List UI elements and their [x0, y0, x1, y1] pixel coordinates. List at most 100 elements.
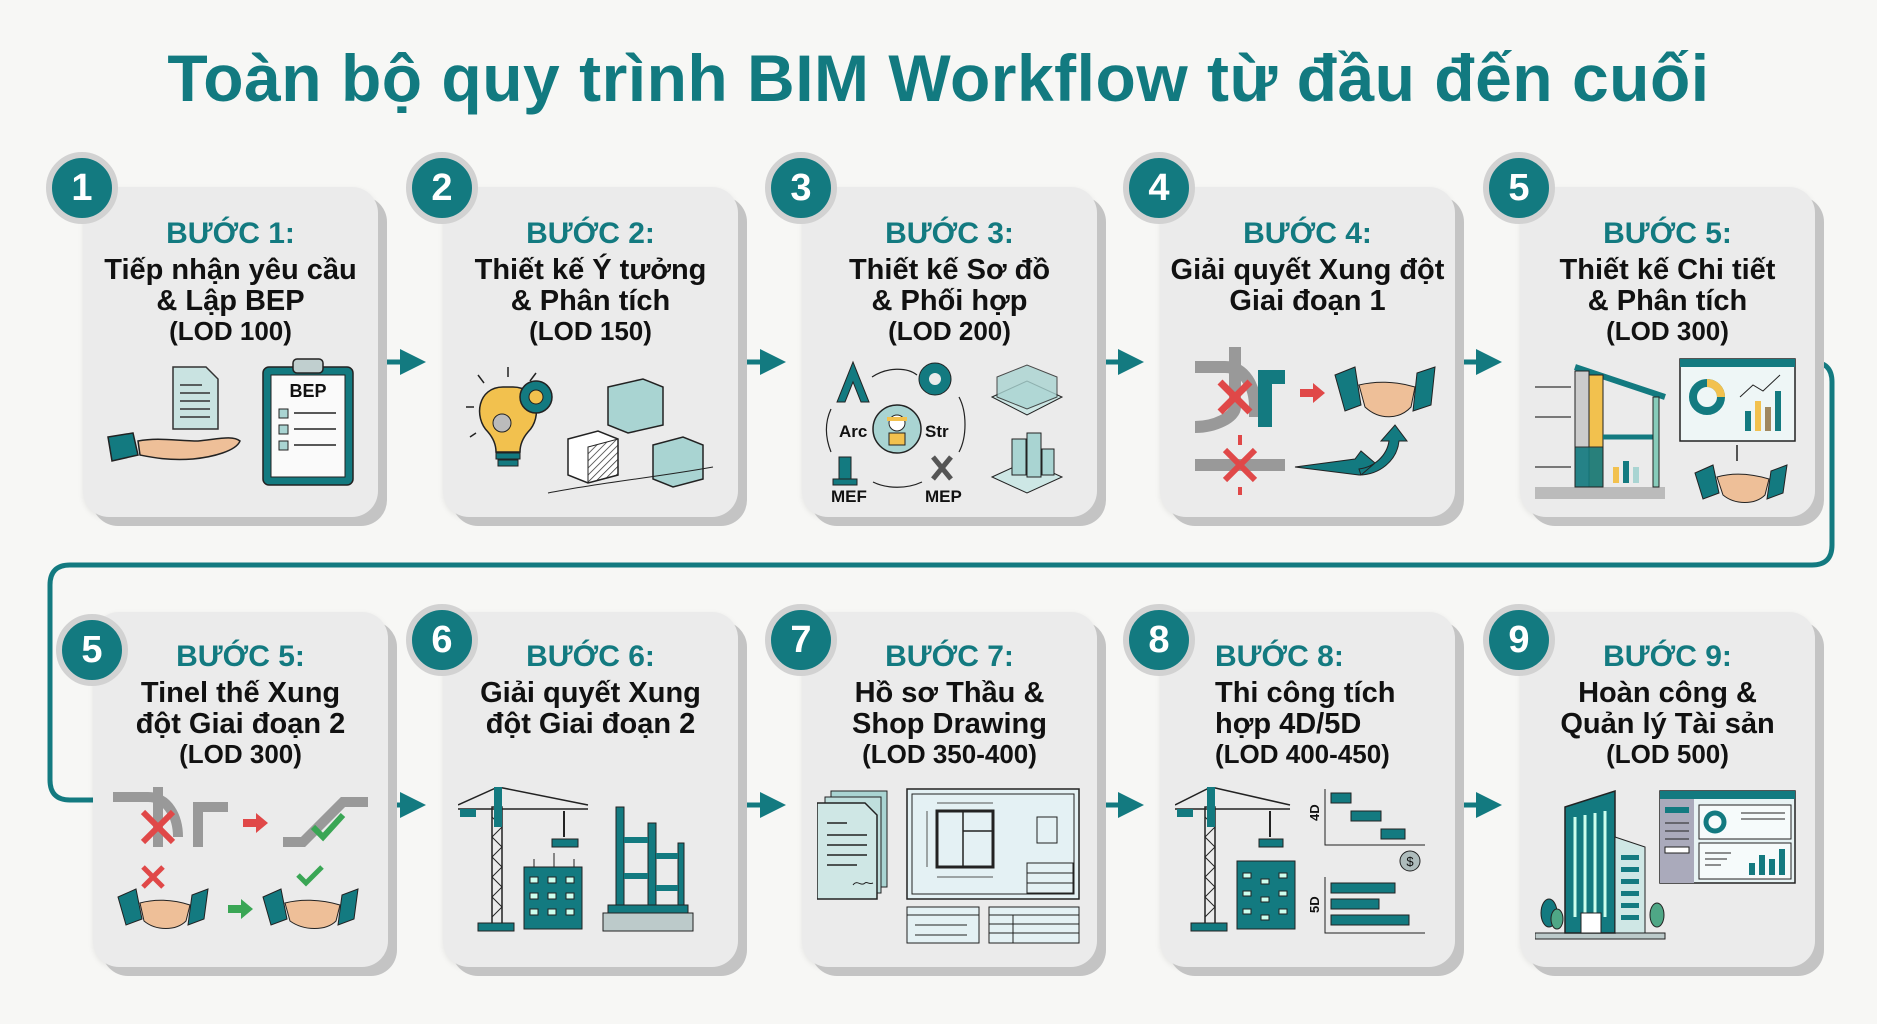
step-card-6: BƯỚC 6: Giải quyết Xung đột Giai đoạn 2 … — [406, 604, 738, 967]
blueprint-icon — [906, 788, 1080, 900]
pipe-resolved-icon — [283, 797, 368, 847]
step-label: BƯỚC 2: — [526, 217, 655, 250]
step-label: BƯỚC 9: — [1603, 640, 1732, 673]
step-label: BƯỚC 1: — [166, 217, 295, 250]
step-description: Thiết kế Ý tưởng & Phân tích (LOD 150) — [443, 255, 738, 346]
tender-shop-drawing-illustration — [817, 788, 1080, 944]
step-number-badge: 3 — [765, 152, 837, 224]
lod-label: (LOD 200) — [888, 316, 1011, 346]
step-number-badge: 2 — [406, 152, 478, 224]
facility-dashboard-icon — [1659, 790, 1796, 884]
requirements-bep-illustration: BEP — [107, 358, 354, 486]
step-card-5: BƯỚC 5: Thiết kế Chi tiết & Phân tích (L… — [1483, 152, 1815, 517]
step-card-7: BƯỚC 7: Hồ sơ Thầu & Shop Drawing (LOD 3… — [765, 604, 1097, 967]
step-description: Tinel thế Xung đột Giai đoạn 2 (LOD 300) — [93, 678, 388, 769]
pipe-clash-icon — [1194, 347, 1285, 433]
step-card-2: BƯỚC 2: Thiết kế Ý tưởng & Phân tích (LO… — [406, 152, 738, 517]
step-card-5-phase-2: BƯỚC 5: Tinel thế Xung đột Giai đoạn 2 (… — [56, 612, 388, 967]
svg-text:5D: 5D — [1307, 896, 1322, 913]
flow-arrow-7-8 — [1090, 792, 1144, 818]
flow-arrow-8-9 — [1448, 792, 1502, 818]
cubes-icon — [547, 378, 714, 494]
step-description: Hoàn công & Quản lý Tài sản (LOD 500) — [1520, 678, 1815, 769]
lightbulb-gear-icon — [466, 367, 553, 467]
step-description: Giải quyết Xung đột Giai đoạn 1 — [1170, 254, 1445, 317]
step-number-badge: 5 — [56, 614, 128, 686]
bep-clipboard-icon: BEP — [262, 358, 354, 486]
clash-resolution-1-illustration — [1194, 347, 1436, 495]
step-number-badge: 6 — [406, 604, 478, 676]
svg-text:BEP: BEP — [289, 381, 326, 401]
step-description: Tiếp nhận yêu cầu & Lập BEP (LOD 100) — [83, 255, 378, 346]
lod-label: (LOD 350-400) — [862, 739, 1037, 769]
step-card-1: BƯỚC 1: Tiếp nhận yêu cầu & Lập BEP (LOD… — [46, 152, 378, 517]
step-description: Hồ sơ Thầu & Shop Drawing (LOD 350-400) — [802, 678, 1097, 769]
crane-icon — [458, 787, 589, 932]
building-icon — [1236, 860, 1296, 930]
coordination-cycle-icon: Arc Str MEP MEF — [825, 360, 966, 506]
lod-label: (LOD 500) — [1606, 739, 1729, 769]
construction-illustration — [458, 787, 694, 932]
step-label: BƯỚC 5: — [1603, 217, 1732, 250]
handshake-icon — [117, 888, 209, 929]
hand-icon — [107, 432, 241, 462]
flow-arrow-1-2 — [372, 349, 426, 375]
flow-arrow-3-4 — [1090, 349, 1144, 375]
building-frame-icon — [602, 806, 694, 932]
step-number-badge: 7 — [765, 604, 837, 676]
reject-x-icon — [141, 865, 165, 889]
lod-label: (LOD 100) — [169, 316, 292, 346]
step-card-4: BƯỚC 4: Giải quyết Xung đột Giai đoạn 1 … — [1123, 152, 1455, 517]
flow-arrow-4-5 — [1448, 349, 1502, 375]
step-card-8: BƯỚC 8: Thi công tích hợp 4D/5D (LOD 400… — [1123, 604, 1455, 967]
documents-icon — [817, 790, 888, 900]
step-label: BƯỚC 7: — [885, 640, 1014, 673]
cost-5d-icon: $5D — [1307, 850, 1425, 934]
flow-arrow-6-7 — [732, 792, 786, 818]
step-label: BƯỚC 3: — [885, 217, 1014, 250]
gantt-4d-icon: 4D — [1307, 789, 1425, 846]
schematic-coordination-illustration: Arc Str MEP MEF — [825, 360, 1064, 506]
lod-label: (LOD 300) — [179, 739, 302, 769]
lod-label: (LOD 300) — [1606, 316, 1729, 346]
handshake-icon-2 — [262, 888, 359, 929]
schedule-table-icon — [906, 906, 1080, 944]
step-card-3: BƯỚC 3: Thiết kế Sơ đồ & Phối hợp (LOD 2… — [765, 152, 1097, 517]
pipe-clash-icon-2 — [1195, 435, 1285, 495]
office-building-icon — [1535, 789, 1666, 940]
3d-model-icon — [990, 364, 1064, 494]
concept-design-illustration — [466, 367, 714, 494]
lod-label: (LOD 400-450) — [1215, 739, 1390, 769]
as-built-asset-management-illustration — [1535, 789, 1796, 940]
step-number-badge: 9 — [1483, 604, 1555, 676]
step-number-badge: 4 — [1123, 152, 1195, 224]
page-title: Toàn bộ quy trình BIM Workflow từ đầu đế… — [167, 41, 1710, 115]
clash-resolution-2-illustration — [113, 787, 368, 929]
svg-text:Str: Str — [925, 422, 949, 441]
green-arrow-icon — [228, 899, 253, 919]
lod-label: (LOD 150) — [529, 316, 652, 346]
analytics-dashboard-icon — [1679, 358, 1796, 442]
step-label: BƯỚC 8: — [1215, 640, 1344, 673]
red-arrow-icon — [1300, 383, 1325, 403]
building-section-icon — [1535, 364, 1666, 499]
step-label: BƯỚC 4: — [1243, 217, 1372, 250]
svg-text:4D: 4D — [1307, 804, 1322, 821]
step-number-badge: 1 — [46, 152, 118, 224]
svg-text:$: $ — [1406, 854, 1414, 869]
step-number-badge: 5 — [1483, 152, 1555, 224]
crane-icon — [1175, 787, 1291, 932]
red-arrow-icon — [243, 813, 268, 833]
svg-text:Arc: Arc — [839, 422, 867, 441]
step-number-badge: 8 — [1123, 604, 1195, 676]
check-icon — [296, 865, 324, 887]
step-description: Thi công tích hợp 4D/5D (LOD 400-450) — [1160, 678, 1455, 769]
flow-arrow-2-3 — [732, 349, 786, 375]
svg-text:MEP: MEP — [925, 487, 962, 506]
detailed-design-illustration — [1535, 358, 1796, 503]
svg-text:MEF: MEF — [831, 487, 867, 506]
step-label: BƯỚC 5: — [176, 640, 305, 673]
handshake-icon — [1694, 464, 1788, 503]
step-description: Giải quyết Xung đột Giai đoạn 2 — [480, 677, 701, 740]
